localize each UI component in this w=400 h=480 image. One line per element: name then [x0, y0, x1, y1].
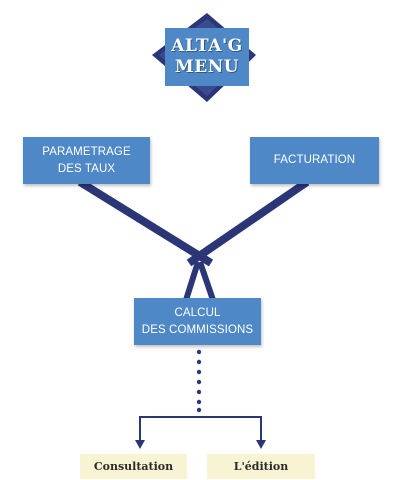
parametrage-label: PARAMETRAGE DES TAUX — [42, 145, 131, 175]
logo-line-1: ALTA'G — [171, 36, 243, 56]
logo-box — [165, 28, 249, 86]
edition-button[interactable]: L'édition — [207, 454, 315, 479]
arrow-consultation — [135, 440, 145, 449]
edition-label: L'édition — [233, 460, 289, 473]
consultation-label: Consultation — [93, 460, 174, 473]
logo-title[interactable]: ALTA'G MENU — [165, 28, 249, 86]
connector-facturation-calcul — [186, 178, 310, 267]
calcul-des-commissions-button[interactable]: CALCUL DES COMMISSIONS — [134, 298, 261, 345]
branch-connector — [139, 416, 262, 444]
parametrage-des-taux-button[interactable]: PARAMETRAGE DES TAUX — [23, 137, 150, 184]
arrow-edition — [256, 440, 266, 449]
facturation-button[interactable]: FACTURATION — [250, 137, 379, 184]
facturation-label: FACTURATION — [273, 154, 356, 166]
calcul-label: CALCUL DES COMMISSIONS — [141, 306, 254, 336]
dotted-connector — [196, 349, 202, 413]
connector-left-leg — [183, 261, 201, 301]
connector-parametrage-calcul — [77, 178, 214, 267]
consultation-button[interactable]: Consultation — [80, 454, 187, 479]
logo-line-2: MENU — [174, 57, 240, 77]
connector-right-leg — [197, 261, 216, 301]
